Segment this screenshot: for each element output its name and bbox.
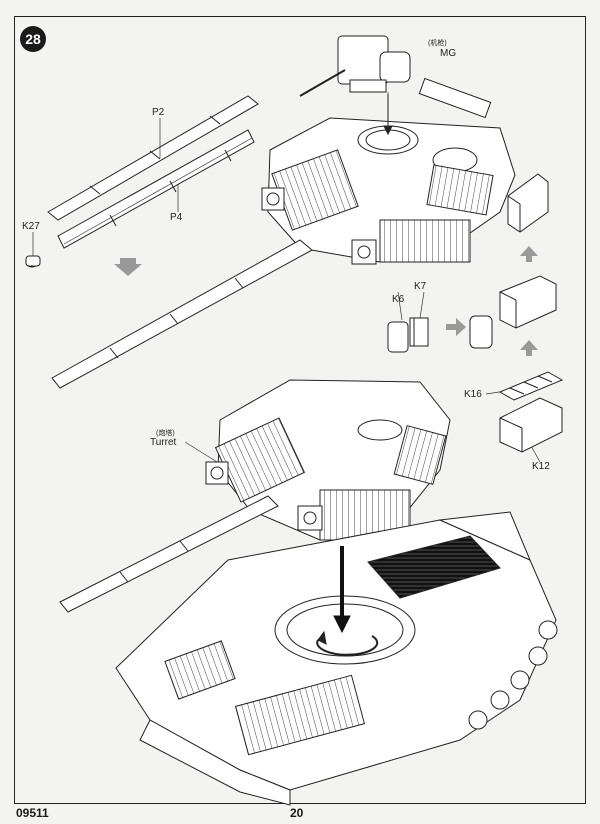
barrel-part-p4	[57, 129, 255, 249]
part-label-k12: K12	[532, 461, 550, 472]
arrow-turret-down	[333, 546, 351, 634]
mg-label-en: MG	[440, 48, 457, 59]
page-number: 20	[290, 806, 304, 820]
step-number-badge: 28	[20, 26, 46, 52]
part-label-p2: P2	[152, 107, 165, 118]
part-label-k27: K27	[22, 221, 40, 232]
arrow-to-turret	[383, 94, 393, 136]
turret-top-view	[51, 77, 516, 389]
page-frame	[14, 16, 586, 804]
tank-hull	[115, 511, 558, 806]
turret-label-cn: (炮塔)	[156, 430, 175, 437]
part-label-p4: P4	[170, 212, 183, 223]
side-box-top	[507, 173, 549, 233]
part-k6-k7	[387, 317, 429, 353]
part-k16	[498, 371, 564, 401]
up-arrow-icon	[520, 246, 538, 356]
part-label-k6: K6	[392, 294, 405, 305]
barrel-part-p2	[47, 95, 259, 221]
turret-label-en: Turret	[150, 437, 177, 448]
mg-label-cn: (机枪)	[428, 40, 447, 47]
product-code: 09511	[16, 806, 49, 820]
part-k27	[25, 255, 41, 268]
part-k12	[499, 397, 563, 453]
down-arrow-icon	[114, 258, 142, 276]
part-label-k7: K7	[414, 281, 427, 292]
assembled-box	[469, 275, 557, 349]
right-arrow-icon	[446, 318, 466, 336]
turret-assembly	[59, 379, 451, 613]
machine-gun	[299, 35, 411, 97]
part-label-k16: K16	[464, 389, 482, 400]
